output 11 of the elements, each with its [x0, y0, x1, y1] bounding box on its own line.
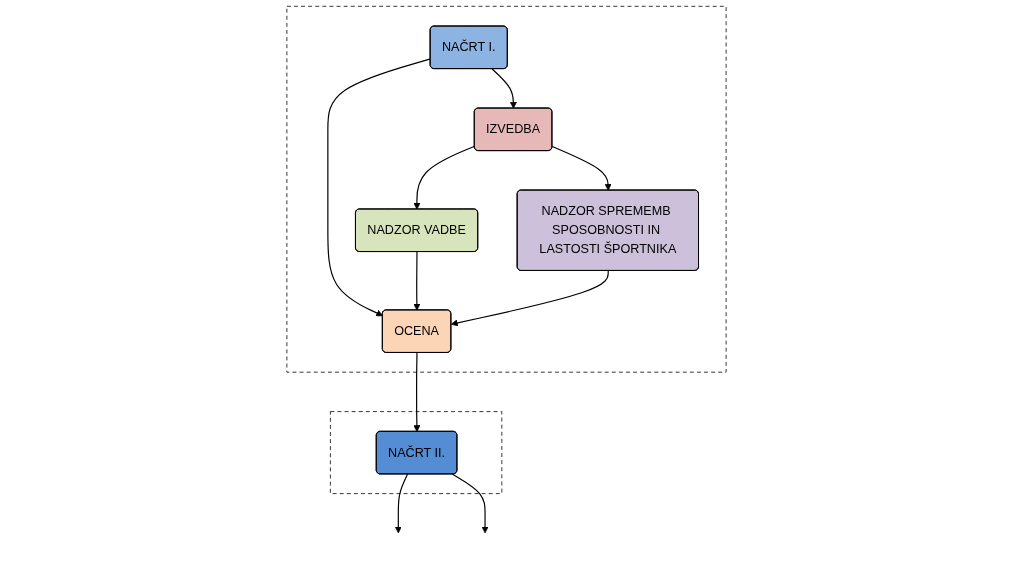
arrow	[413, 251, 421, 311]
arrow	[451, 473, 489, 534]
arrow	[450, 270, 609, 327]
arrow	[413, 145, 476, 210]
arrow	[327, 58, 432, 317]
arrow	[551, 145, 612, 191]
cluster	[286, 5, 727, 373]
arrow	[413, 352, 421, 433]
cluster	[330, 411, 503, 494]
arrow	[394, 473, 409, 534]
arrow	[491, 68, 517, 109]
